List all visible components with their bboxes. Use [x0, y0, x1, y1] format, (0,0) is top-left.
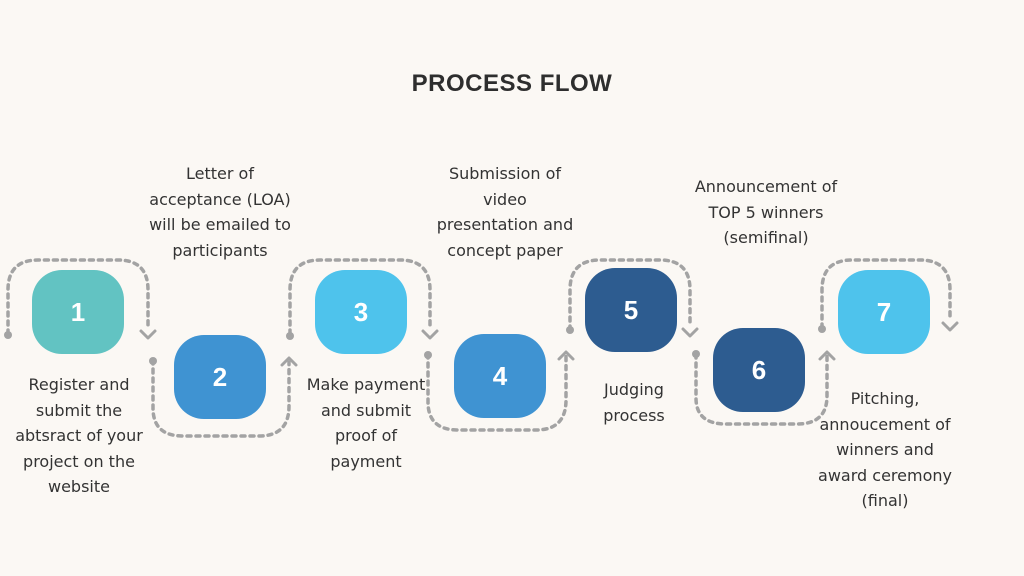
step-2-description: Letter of acceptance (LOA) will be email… [149, 164, 291, 260]
step-7-description: Pitching, annoucement of winners and awa… [818, 389, 952, 511]
step-2-box: 2 [174, 335, 266, 419]
step-5-box: 5 [585, 268, 677, 352]
connector-arc-3 [288, 258, 432, 336]
connector-dots [4, 325, 826, 365]
step-6-description: Announcement of TOP 5 winners (semifinal… [694, 177, 838, 248]
arrow-up-icon [818, 350, 836, 361]
step-4-box: 4 [454, 334, 546, 418]
connector-arc-7 [820, 258, 952, 330]
step-4-description: Submission of video presentation and con… [436, 164, 574, 260]
connector-arc-2 [151, 358, 291, 438]
connector-start-dot [818, 325, 826, 333]
arrow-down-icon [421, 329, 439, 340]
connector-start-dot [692, 350, 700, 358]
page-title: PROCESS FLOW [411, 70, 613, 97]
connector-arc-4 [426, 352, 568, 432]
step-3-box: 3 [315, 270, 407, 354]
step-5-description: Judging process [603, 380, 665, 425]
arrow-up-icon [280, 356, 298, 367]
step-4-number: 4 [492, 360, 508, 391]
arrow-down-icon [139, 329, 157, 340]
arrow-down-icon [681, 327, 699, 338]
step-7-box: 7 [838, 270, 930, 354]
connector-start-dot [566, 326, 574, 334]
step-1-box: 1 [32, 270, 124, 354]
step-1-number: 1 [70, 296, 86, 327]
step-2-number: 2 [212, 361, 228, 392]
step-1-description: Register and submit the abtsract of your… [15, 375, 143, 497]
connector-arc-1 [6, 258, 150, 336]
connector-start-dot [4, 331, 12, 339]
connector-start-dot [424, 351, 432, 359]
connector-arc-5 [568, 258, 692, 332]
arrow-down-icon [941, 321, 959, 332]
step-3-description: Make payment and submit proof of payment [306, 375, 426, 471]
step-6-box: 6 [713, 328, 805, 412]
step-3-number: 3 [353, 296, 369, 327]
step-6-number: 6 [751, 354, 767, 385]
connector-start-dot [149, 357, 157, 365]
arrow-up-icon [557, 350, 575, 361]
step-5-number: 5 [623, 294, 639, 325]
step-7-number: 7 [876, 296, 892, 327]
connector-arc-6 [694, 352, 829, 426]
connector-start-dot [286, 332, 294, 340]
